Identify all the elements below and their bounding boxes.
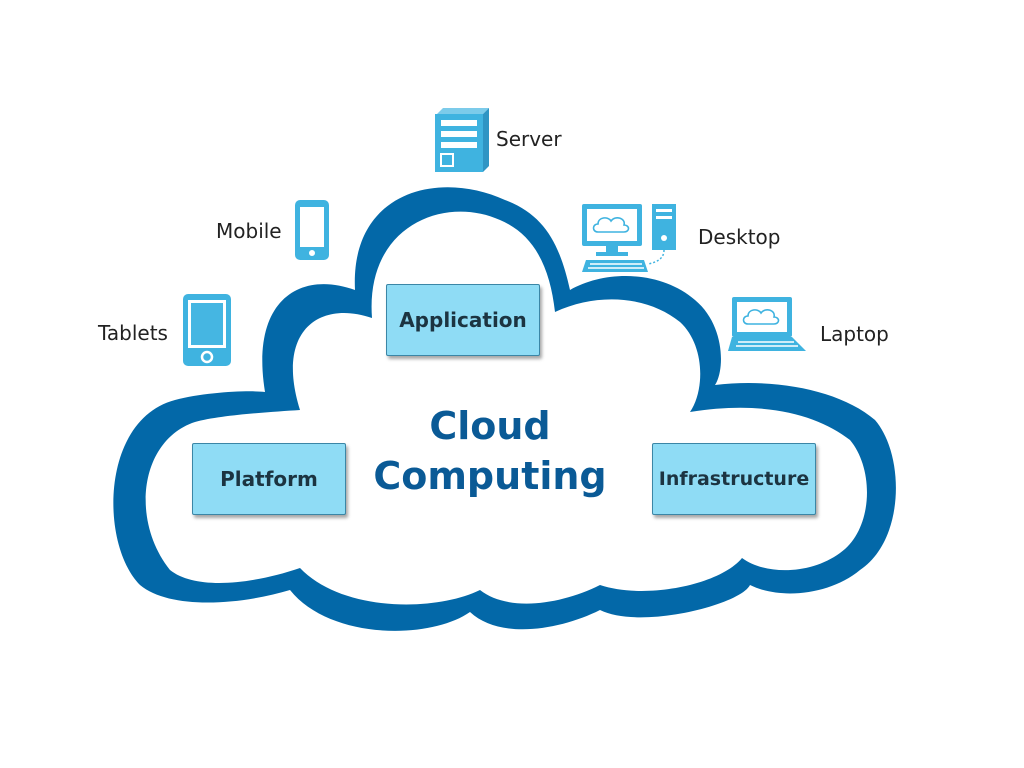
mobile-icon [295,200,329,260]
infrastructure-box: Infrastructure [652,443,816,515]
platform-label: Platform [220,467,318,491]
desktop-label: Desktop [698,225,781,249]
desktop-icon [582,204,676,272]
tablets-label: Tablets [98,321,168,345]
application-label: Application [399,308,527,332]
laptop-label: Laptop [820,322,889,346]
server-label: Server [496,127,562,151]
application-box: Application [386,284,540,356]
title-line-1: Cloud [429,404,551,448]
mobile-label: Mobile [216,219,282,243]
laptop-icon [728,297,806,351]
title-line-2: Computing [373,454,607,498]
tablet-icon [183,294,231,366]
infrastructure-label: Infrastructure [658,468,810,490]
platform-box: Platform [192,443,346,515]
server-icon [435,108,489,172]
